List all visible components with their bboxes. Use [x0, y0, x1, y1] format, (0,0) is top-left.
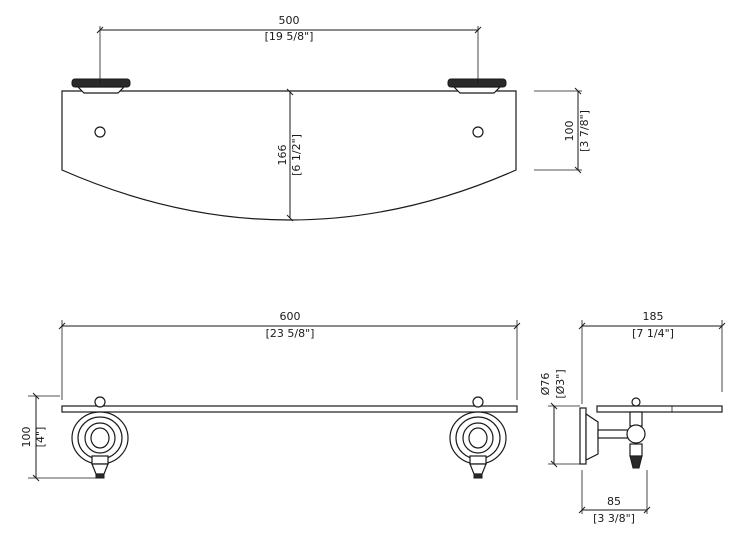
- dim-shelf-depth-imperial: [6 1/2"]: [290, 134, 303, 176]
- left-bracket-top: [71, 78, 131, 94]
- left-bracket-front: [71, 396, 129, 479]
- dim-front-height-imperial: [4"]: [34, 427, 47, 448]
- dim-edge-depth-value: 100: [563, 121, 576, 142]
- dim-projection-value: 85: [607, 495, 621, 508]
- right-bracket-front: [449, 396, 507, 479]
- dim-flange-diameter-value: Ø76: [539, 373, 552, 396]
- dim-shelf-depth-value: 166: [276, 145, 289, 166]
- side-view: 185 [7 1/4"] Ø76 [Ø3"] 85 [3 3/8"]: [539, 310, 726, 525]
- dim-overall-width-imperial: [23 5/8"]: [266, 327, 315, 340]
- dim-edge-depth-imperial: [3 7/8"]: [578, 110, 591, 152]
- dimension-shelf-depth: 166 [6 1/2"]: [276, 88, 303, 222]
- dim-front-height-value: 100: [20, 427, 33, 448]
- dimension-bracket-spacing: 500 [19 5/8"]: [96, 14, 482, 84]
- dimension-front-height: 100 [4"]: [20, 392, 96, 482]
- top-view: 500 [19 5/8"] 166 [6 1/2"] 100 [3 7/8"]: [61, 14, 591, 222]
- left-mounting-hole: [94, 126, 106, 138]
- dimension-flange-diameter: Ø76 [Ø3"]: [539, 369, 580, 468]
- dim-flange-diameter-imperial: [Ø3"]: [554, 369, 567, 398]
- shelf-front-plate: [61, 405, 518, 413]
- dimension-overall-width: 600 [23 5/8"]: [58, 310, 521, 400]
- shelf-side-plate: [596, 405, 723, 413]
- dim-overall-width-value: 600: [280, 310, 301, 323]
- wall-flange: [579, 407, 587, 465]
- dim-bracket-spacing-imperial: [19 5/8"]: [265, 30, 314, 43]
- dimension-projection: 85 [3 3/8"]: [578, 470, 651, 525]
- dim-projection-imperial: [3 3/8"]: [593, 512, 635, 525]
- shelf-top-outline: [61, 90, 517, 221]
- right-bracket-top: [447, 78, 507, 94]
- front-view: 600 [23 5/8"] 100 [4"]: [20, 310, 521, 482]
- dimension-overall-depth: 185 [7 1/4"]: [578, 310, 726, 404]
- dim-overall-depth-value: 185: [643, 310, 664, 323]
- right-mounting-hole: [472, 126, 484, 138]
- dim-overall-depth-imperial: [7 1/4"]: [632, 327, 674, 340]
- dim-bracket-spacing-value: 500: [279, 14, 300, 27]
- dimension-edge-depth: 100 [3 7/8"]: [534, 87, 591, 174]
